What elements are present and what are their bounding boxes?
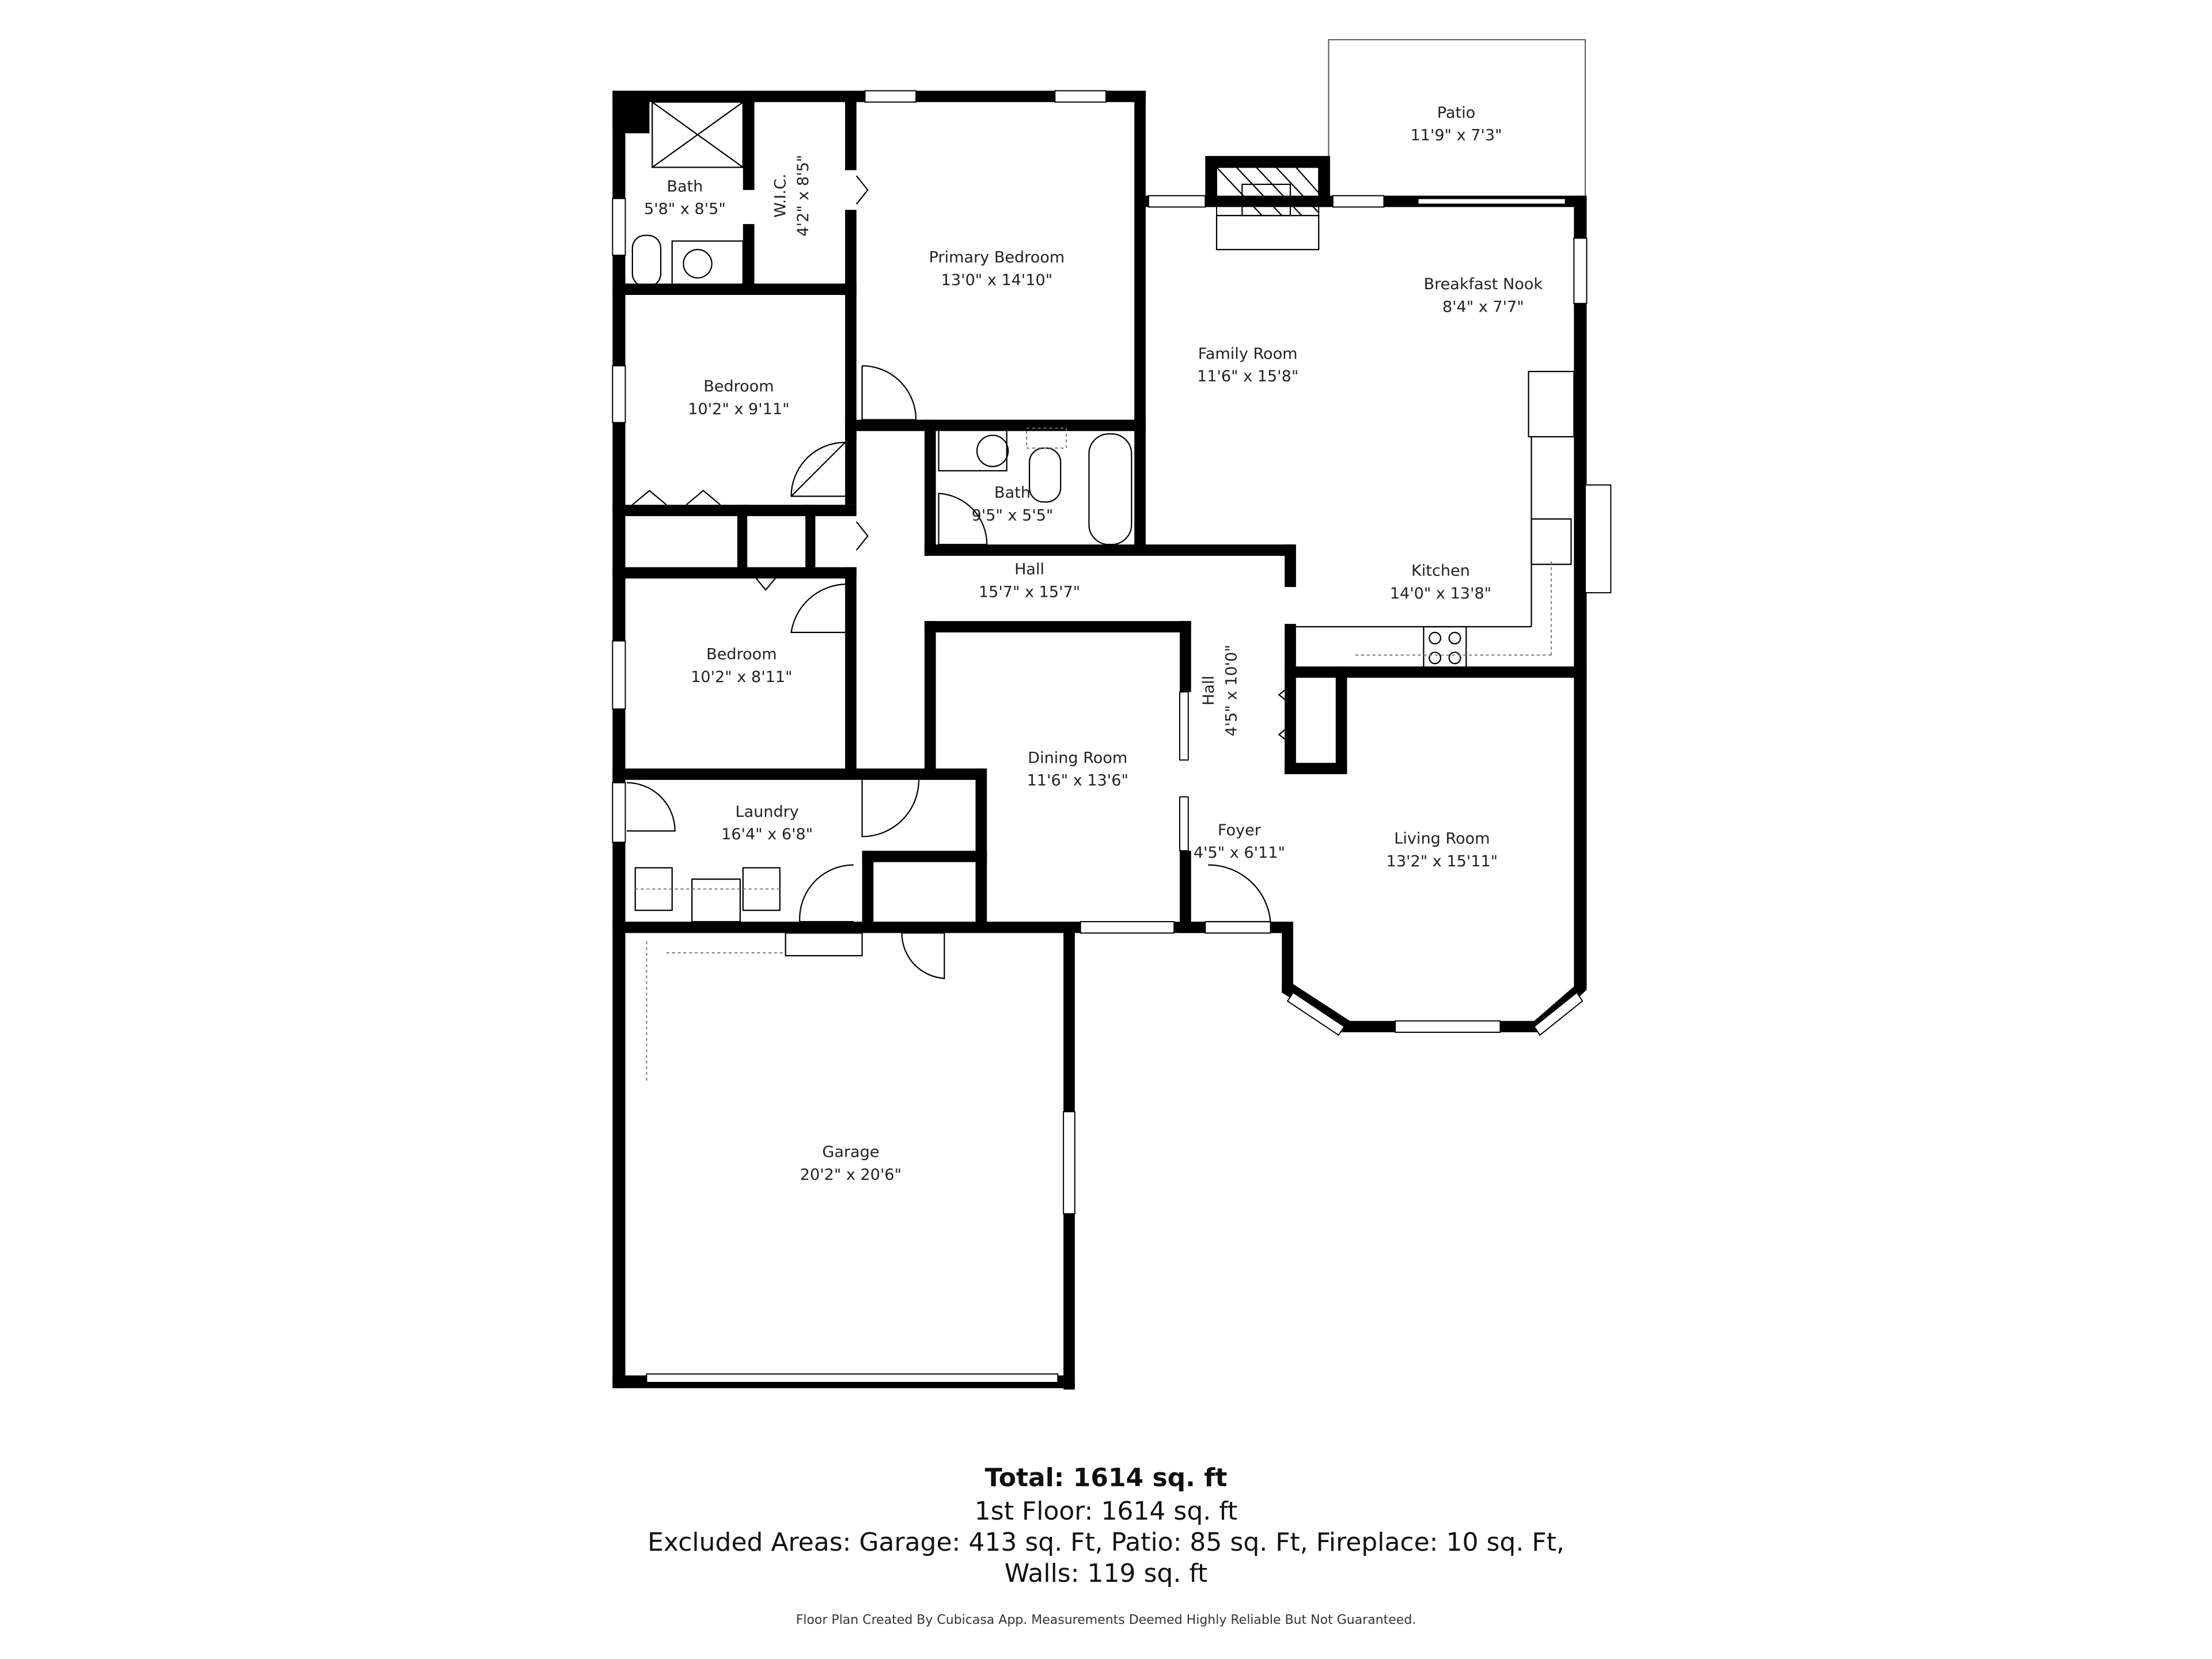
room-foyer: Foyer 4'5" x 6'11" [1194, 821, 1285, 862]
svg-text:13'2" x 15'11": 13'2" x 15'11" [1387, 853, 1498, 870]
excluded-areas: Excluded Areas: Garage: 413 sq. Ft, Pati… [647, 1528, 1565, 1557]
svg-text:14'0" x 13'8": 14'0" x 13'8" [1390, 585, 1491, 603]
room-garage: Garage 20'2" x 20'6" [800, 1143, 902, 1184]
svg-text:Bath: Bath [994, 484, 1031, 502]
svg-text:Hall: Hall [1200, 676, 1218, 706]
svg-text:Breakfast Nook: Breakfast Nook [1424, 275, 1543, 293]
doors [626, 175, 1294, 979]
room-dining-room: Dining Room 11'6" x 13'6" [1027, 749, 1128, 789]
svg-text:Primary Bedroom: Primary Bedroom [929, 248, 1065, 266]
room-labels: Patio 11'9" x 7'3" Bath 5'8" x 8'5" W.I.… [644, 104, 1543, 1184]
svg-text:Dining Room: Dining Room [1028, 749, 1127, 767]
svg-text:Bedroom: Bedroom [703, 377, 774, 395]
svg-text:Hall: Hall [1014, 560, 1044, 578]
svg-text:10'2" x 8'11": 10'2" x 8'11" [691, 668, 792, 686]
svg-text:Foyer: Foyer [1218, 821, 1262, 839]
svg-text:Laundry: Laundry [736, 803, 799, 821]
svg-text:4'5" x 10'0": 4'5" x 10'0" [1222, 645, 1240, 736]
room-primary-bedroom: Primary Bedroom 13'0" x 14'10" [929, 248, 1065, 289]
room-breakfast-nook: Breakfast Nook 8'4" x 7'7" [1424, 275, 1543, 316]
total-area: Total: 1614 sq. ft [984, 1463, 1228, 1493]
room-hall-side: Hall 4'5" x 10'0" [1200, 645, 1240, 736]
room-bath-primary: Bath 5'8" x 8'5" [644, 177, 726, 218]
svg-text:11'6" x 15'8": 11'6" x 15'8" [1197, 368, 1298, 385]
first-floor-area: 1st Floor: 1614 sq. ft [974, 1497, 1238, 1526]
room-patio: Patio 11'9" x 7'3" [1410, 104, 1502, 144]
walls-area: Walls: 119 sq. ft [1004, 1559, 1208, 1588]
fireplace [1205, 156, 1330, 251]
room-family-room: Family Room 11'6" x 15'8" [1197, 345, 1298, 385]
svg-text:Garage: Garage [822, 1143, 879, 1161]
svg-text:11'6" x 13'6": 11'6" x 13'6" [1027, 772, 1128, 790]
svg-text:5'8" x 8'5": 5'8" x 8'5" [644, 200, 726, 218]
fixtures [631, 101, 1575, 1084]
room-wic: W.I.C. 4'2" x 8'5" [772, 155, 812, 237]
svg-text:13'0" x 14'10": 13'0" x 14'10" [941, 271, 1053, 289]
svg-text:4'2" x 8'5": 4'2" x 8'5" [794, 155, 812, 237]
svg-text:11'9" x 7'3": 11'9" x 7'3" [1410, 127, 1502, 145]
room-living-room: Living Room 13'2" x 15'11" [1387, 830, 1498, 870]
svg-text:Kitchen: Kitchen [1411, 562, 1470, 579]
svg-text:8'4" x 7'7": 8'4" x 7'7" [1442, 298, 1524, 316]
room-bedroom-2: Bedroom 10'2" x 8'11" [691, 646, 792, 686]
svg-text:Patio: Patio [1437, 104, 1475, 122]
credit-disclaimer: Floor Plan Created By Cubicasa App. Meas… [796, 1613, 1416, 1627]
patio-outline [1328, 39, 1586, 199]
svg-text:16'4" x 6'8": 16'4" x 6'8" [721, 825, 813, 843]
svg-text:9'5" x 5'5": 9'5" x 5'5" [972, 506, 1054, 524]
room-kitchen: Kitchen 14'0" x 13'8" [1390, 562, 1491, 602]
svg-text:W.I.C.: W.I.C. [772, 174, 790, 218]
svg-text:20'2" x 20'6": 20'2" x 20'6" [800, 1166, 902, 1184]
room-bedroom-1: Bedroom 10'2" x 9'11" [688, 377, 789, 418]
windows [612, 90, 1612, 1383]
room-hall-main: Hall 15'7" x 15'7" [979, 560, 1080, 601]
svg-text:Bath: Bath [666, 177, 703, 195]
svg-text:Living Room: Living Room [1394, 830, 1490, 848]
svg-text:15'7" x 15'7": 15'7" x 15'7" [979, 583, 1080, 601]
room-laundry: Laundry 16'4" x 6'8" [721, 803, 813, 843]
svg-text:Bedroom: Bedroom [706, 646, 777, 664]
room-bath-hall: Bath 9'5" x 5'5" [972, 484, 1054, 524]
svg-text:10'2" x 9'11": 10'2" x 9'11" [688, 400, 789, 418]
svg-text:Family Room: Family Room [1198, 345, 1298, 363]
svg-text:4'5" x 6'11": 4'5" x 6'11" [1194, 844, 1285, 862]
